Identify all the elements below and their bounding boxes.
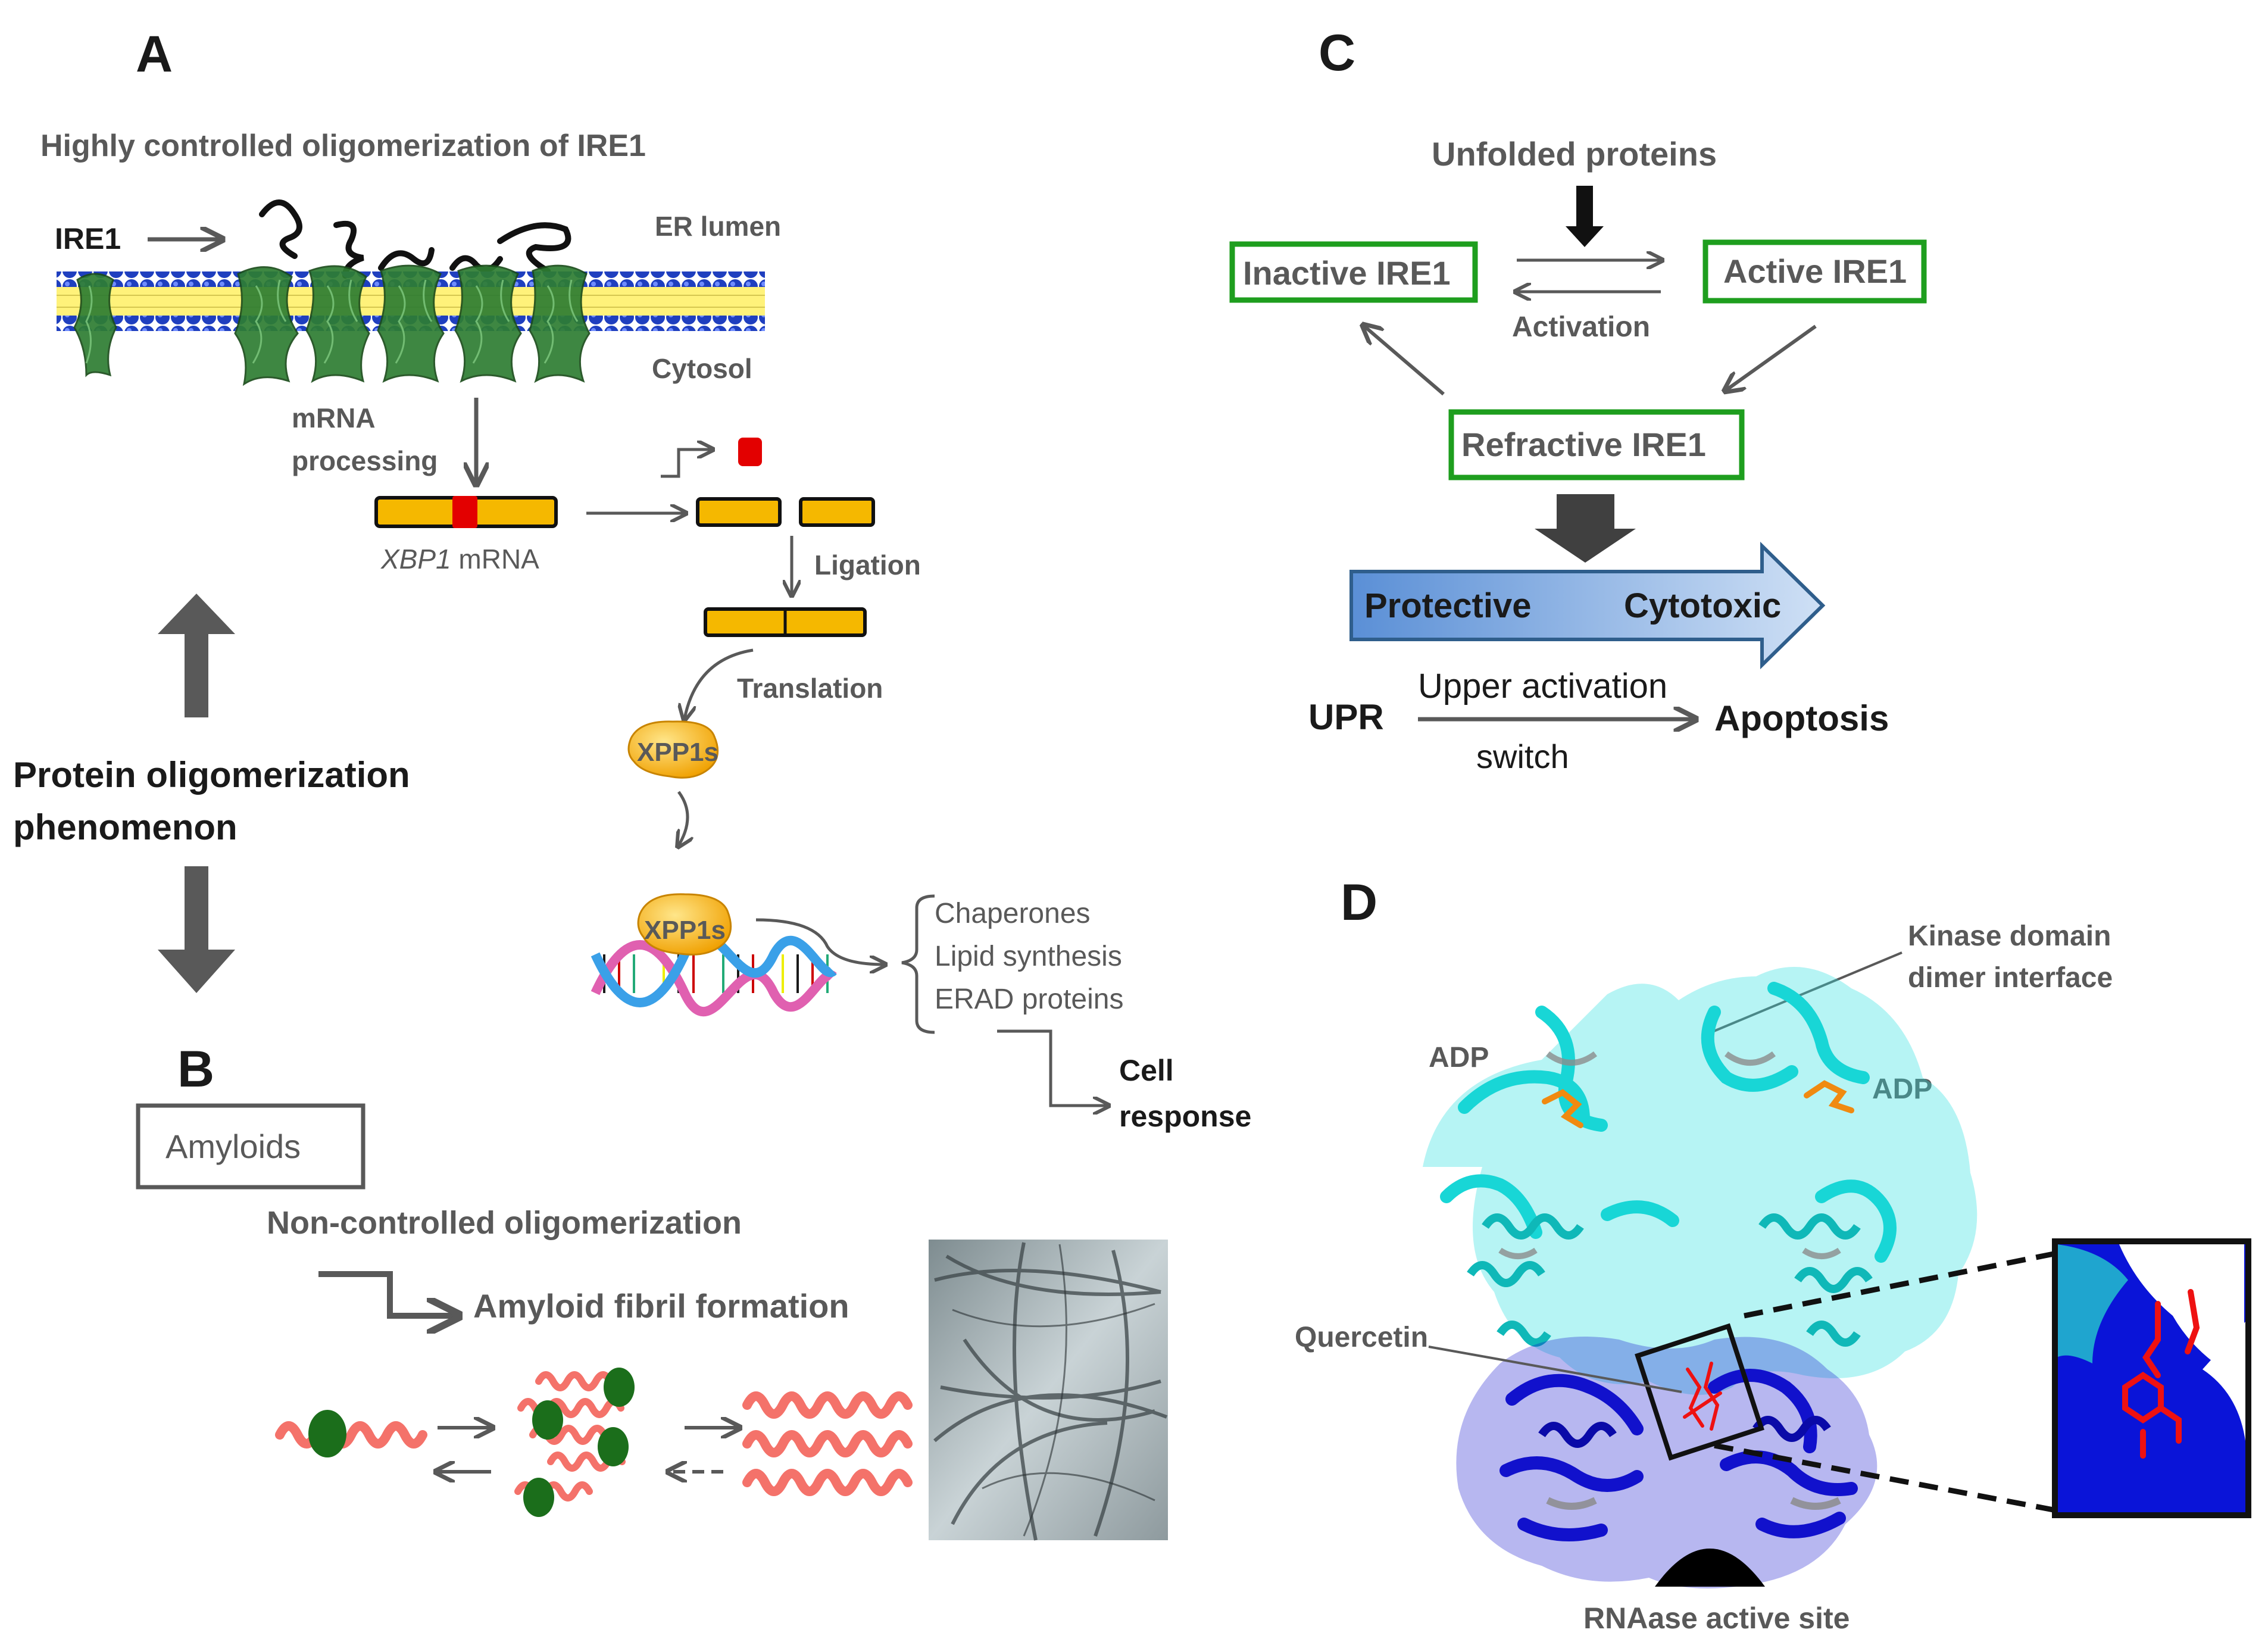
adp-left-label: ADP	[1429, 1042, 1489, 1073]
amyloid-monomer	[275, 1410, 427, 1457]
xpp1s-bound-protein: XPP1s	[637, 893, 732, 956]
panel-a: A Highly controlled oligomerization of I…	[40, 26, 1251, 1133]
quercetin-zoom-box	[1635, 1323, 1764, 1461]
rnase-domain-ribbon	[1456, 1337, 1877, 1588]
active-to-refractive-arrow	[1726, 324, 1817, 390]
cell-response-arrow	[997, 1029, 1107, 1106]
up-arrow-to-ire1	[158, 594, 235, 717]
cell-response-label: Cell	[1119, 1054, 1174, 1087]
panel-b-letter: B	[177, 1041, 214, 1098]
protective-label: Protective	[1364, 586, 1531, 625]
rnaase-active-site-label: RNAase active site	[1583, 1602, 1850, 1635]
refractive-down-arrow	[1535, 494, 1636, 563]
xbp1-spliced-mrna	[704, 607, 867, 637]
translation-arrow	[685, 648, 754, 719]
apoptosis-label: Apoptosis	[1714, 698, 1889, 738]
phenomenon-label-2: phenomenon	[13, 807, 238, 847]
quercetin-pointer	[1428, 1346, 1682, 1393]
dna-helix	[591, 931, 837, 1017]
kinase-domain-ribbon	[1423, 967, 1978, 1395]
exon-left	[696, 497, 782, 527]
non-controlled-label: Non-controlled oligomerization	[267, 1205, 742, 1241]
rnaase-active-site	[1655, 1549, 1765, 1587]
protective-cytotoxic-arrow	[1349, 541, 1826, 670]
amyloids-label: Amyloids	[165, 1128, 301, 1165]
down-arrow-to-amyloids	[158, 866, 235, 993]
kinase-interface-label: Kinase domain	[1908, 920, 2111, 952]
amyloids-box	[136, 1103, 365, 1190]
unfolded-proteins-label: Unfolded proteins	[1432, 135, 1717, 173]
xbp1-mrna-label: XBP1 mRNA	[380, 544, 539, 575]
quercetin-ligand	[1683, 1362, 1722, 1431]
targets-bracket	[901, 894, 935, 1034]
translation-label: Translation	[737, 673, 883, 704]
intron-release-arrow	[661, 450, 711, 478]
adp-right-label: ADP	[1872, 1073, 1932, 1105]
switch-label: switch	[1476, 738, 1569, 775]
xbp1-unspliced-mrna	[374, 496, 558, 528]
protein-to-dna-arrow	[679, 791, 688, 845]
kinase-interface-label-2: dimer interface	[1908, 962, 2113, 994]
panel-a-letter: A	[136, 26, 173, 83]
exon-right	[799, 497, 875, 527]
oligomer-monomers	[523, 1368, 635, 1517]
target-chaperones: Chaperones	[935, 898, 1091, 929]
er-lumen-label: ER lumen	[655, 211, 781, 242]
panel-c: C Unfolded proteins Inactive IRE1 Active…	[1229, 24, 1927, 775]
cell-response-label-2: response	[1119, 1100, 1251, 1133]
electron-micrograph-image	[929, 1240, 1168, 1541]
quercetin-binding-inset	[2052, 1238, 2251, 1518]
panel-d-letter: D	[1341, 874, 1377, 931]
panel-c-letter: C	[1319, 24, 1355, 82]
target-erad-proteins: ERAD proteins	[935, 984, 1123, 1015]
refractive-to-inactive-arrow	[1364, 326, 1445, 396]
fibril-formation-label: Amyloid fibril formation	[473, 1287, 849, 1325]
kinase-interface-pointer	[1702, 951, 1903, 1037]
quercetin-label: Quercetin	[1295, 1322, 1428, 1353]
ire1-oligomer-texture	[85, 279, 579, 364]
ire1-oligomer-structure	[73, 264, 591, 386]
refractive-ire1-label: Refractive IRE1	[1461, 426, 1706, 463]
center-phenomenon: Protein oligomerization phenomenon	[13, 594, 410, 993]
excised-intron	[738, 438, 762, 466]
upper-activation-label: Upper activation	[1418, 667, 1667, 706]
refractive-ire1-box	[1448, 409, 1745, 480]
mrna-processing-label: mRNA	[292, 402, 376, 433]
cytotoxic-label: Cytotoxic	[1624, 586, 1781, 625]
ire1-label: IRE1	[55, 222, 121, 255]
xpp1s-bound-label: XPP1s	[644, 916, 726, 945]
active-ire1-label: Active IRE1	[1723, 252, 1907, 290]
active-ire1-box	[1702, 239, 1927, 304]
panel-b: B Amyloids Non-controlled oligomerizatio…	[136, 1041, 1168, 1541]
target-lipid-synthesis: Lipid synthesis	[935, 941, 1122, 972]
phenomenon-label: Protein oligomerization	[13, 755, 410, 795]
ligation-label: Ligation	[814, 550, 921, 580]
unfolded-protein-squiggles	[259, 199, 571, 279]
mrna-processing-label-2: processing	[292, 445, 438, 476]
activation-label: Activation	[1512, 311, 1650, 343]
xpp1s-protein: XPP1s	[627, 720, 719, 779]
inactive-ire1-label: Inactive IRE1	[1243, 254, 1451, 292]
inactive-ire1-box	[1229, 241, 1478, 303]
fibril-formation-arrow	[318, 1271, 455, 1316]
panel-d: D Kinase domain dimer interface ADP ADP	[1295, 874, 2251, 1635]
zoom-dashed-line-top	[1744, 1250, 2057, 1319]
panel-a-title: Highly controlled oligomerization of IRE…	[40, 129, 646, 163]
unfolded-down-arrow	[1566, 186, 1604, 247]
xpp1s-label: XPP1s	[637, 738, 718, 767]
upr-label: UPR	[1308, 697, 1384, 737]
dna-to-targets-arrow	[755, 918, 884, 964]
cytosol-label: Cytosol	[652, 353, 752, 384]
amyloid-fibrils	[742, 1391, 913, 1496]
